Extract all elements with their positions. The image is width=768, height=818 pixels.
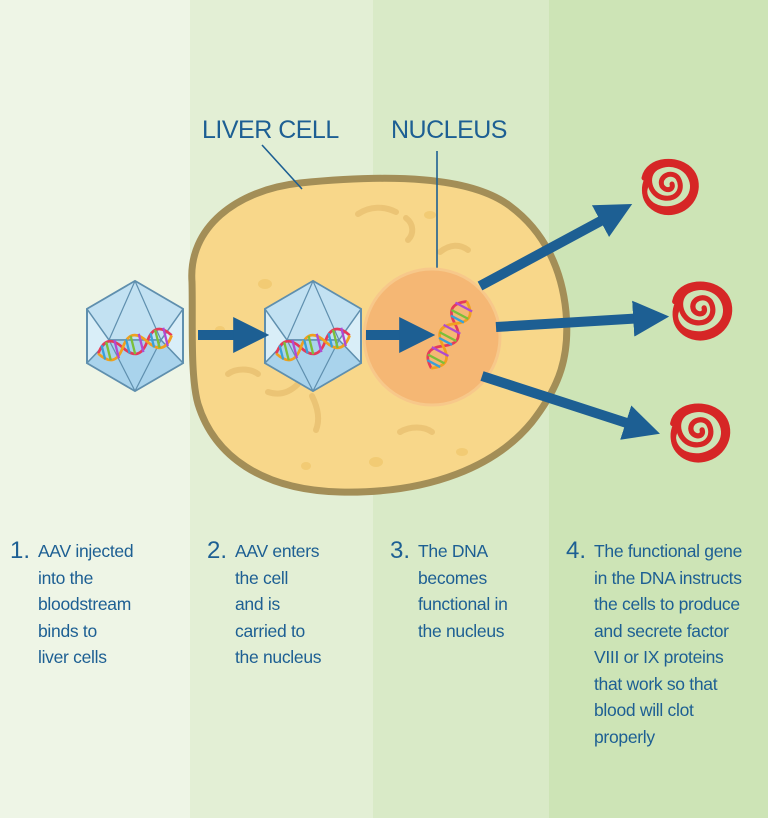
protein-icon <box>673 406 728 460</box>
nucleus-label: NUCLEUS <box>391 116 507 144</box>
organelles <box>225 204 471 435</box>
step-description: The DNA becomes functional in the nucleu… <box>418 541 508 641</box>
protein-icon <box>644 161 696 212</box>
step-description: AAV injected into the bloodstream binds … <box>38 541 134 667</box>
arrow-icon <box>480 371 660 440</box>
step-description: AAV enters the cell and is carried to th… <box>235 541 322 667</box>
step-4: 4. The functional gene in the DNA instru… <box>566 538 742 750</box>
step-description: The functional gene in the DNA instructs… <box>594 541 743 747</box>
liver-cell-pointer <box>261 144 303 190</box>
step-1-background <box>0 0 190 818</box>
aav-capsid-icon <box>87 281 183 391</box>
arrow-icon <box>477 204 633 291</box>
step-number: 2. <box>207 537 228 564</box>
step-3: 3. The DNA becomes functional in the nuc… <box>390 538 508 644</box>
liver-cell-label: LIVER CELL <box>202 116 339 144</box>
step-number: 1. <box>10 537 31 564</box>
step-2: 2. AAV enters the cell and is carried to… <box>207 537 322 671</box>
step-number: 3. <box>390 537 411 564</box>
step-1: 1. AAV injected into the bloodstream bin… <box>10 537 134 671</box>
protein-icon <box>675 284 730 338</box>
arrow-icon <box>495 300 670 337</box>
step-number: 4. <box>566 537 587 564</box>
